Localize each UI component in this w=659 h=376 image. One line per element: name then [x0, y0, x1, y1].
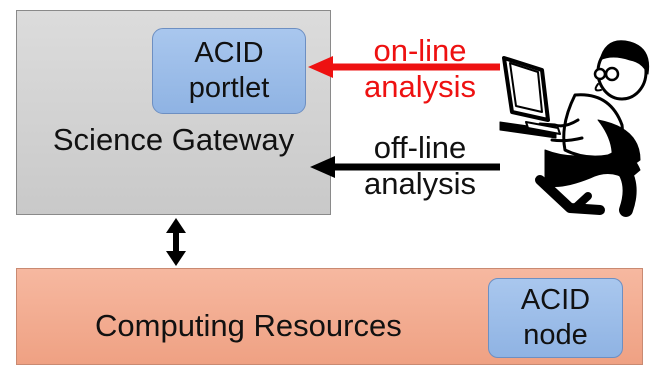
acid-portlet-label-line1: ACID	[194, 37, 264, 69]
online-analysis-line1: on-line	[373, 33, 467, 68]
online-analysis-line2: analysis	[364, 69, 476, 104]
offline-analysis-label: off-line analysis	[345, 130, 495, 202]
offline-arrow	[310, 156, 500, 178]
science-gateway-label: Science Gateway	[52, 122, 295, 157]
online-analysis-label: on-line analysis	[350, 33, 490, 105]
double-headed-arrow-icon	[166, 218, 186, 266]
user-at-computer-icon	[499, 40, 650, 217]
computing-resources-label: Computing Resources	[95, 308, 402, 343]
offline-analysis-line1: off-line	[373, 130, 467, 165]
offline-analysis-line2: analysis	[364, 166, 476, 201]
acid-node-label-line2: node	[523, 319, 588, 351]
acid-node-label-line1: ACID	[520, 284, 591, 316]
acid-portlet-box: ACID portlet	[152, 28, 306, 114]
online-arrow	[308, 56, 500, 78]
acid-node-box: ACID node	[488, 278, 623, 358]
acid-portlet-label-line2: portlet	[188, 72, 270, 104]
